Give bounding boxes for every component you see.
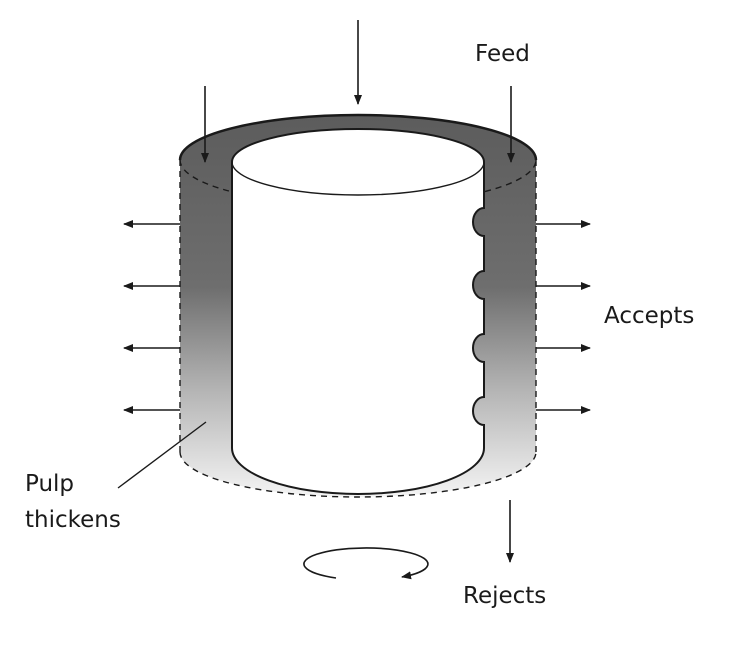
outer-rim-top	[178, 113, 538, 161]
outer-rim-bottom-dashed	[179, 451, 537, 498]
rotor-top-edge	[231, 161, 485, 196]
rotation-indicator-icon	[303, 547, 429, 580]
rotor-body	[231, 128, 485, 495]
pulp-leader-line	[117, 421, 207, 489]
label-feed: Feed	[475, 41, 530, 67]
label-pulp-line2: thickens	[25, 507, 121, 533]
label-rejects: Rejects	[463, 583, 546, 609]
label-pulp-line1: Pulp	[25, 471, 74, 497]
label-accepts: Accepts	[604, 303, 694, 329]
